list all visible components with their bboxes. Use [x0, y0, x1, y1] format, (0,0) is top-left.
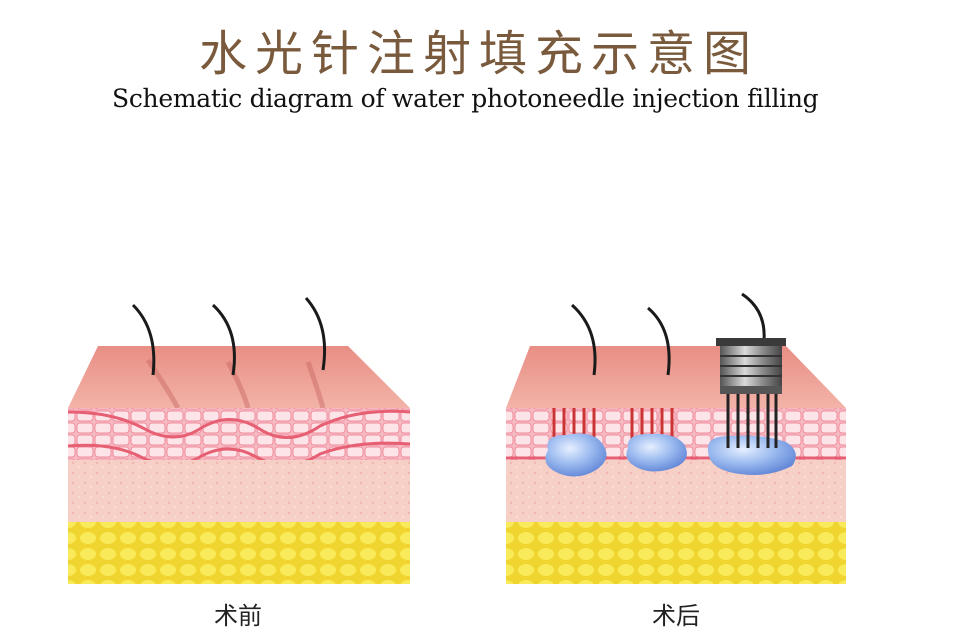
filler-blob: [545, 433, 607, 477]
hair-icon: [131, 303, 156, 376]
hair-icon: [647, 306, 671, 376]
after-skin-illustration: [506, 292, 846, 584]
wavy-boundary: [67, 409, 411, 439]
after-skin-panel: [496, 290, 856, 590]
hair-icon: [741, 292, 766, 341]
wavy-boundary: [67, 441, 411, 467]
before-caption: 术前: [214, 602, 262, 630]
after-caption: 术后: [652, 602, 700, 630]
filler-blob: [707, 435, 796, 475]
diagram-title-chinese: 水光针注射填充示意图: [198, 26, 759, 82]
hair-icon: [570, 303, 597, 376]
diagram-title-english: Schematic diagram of water photoneedle i…: [112, 84, 819, 113]
wrinkle-groove: [145, 358, 181, 410]
microneedle-device-icon: [716, 338, 786, 448]
fat-layer: [506, 522, 846, 584]
skin-surface: [506, 346, 846, 408]
dermis-layer: [68, 460, 410, 522]
before-skin-illustration: [67, 297, 411, 584]
wrinkle-groove: [225, 360, 251, 409]
fat-layer: [68, 522, 410, 584]
hair-icon: [211, 303, 236, 376]
before-skin-panel: [58, 290, 418, 590]
filler-blob: [626, 433, 687, 472]
epidermis-layer: [68, 408, 410, 460]
skin-surface: [68, 346, 410, 408]
hair-icon: [304, 297, 327, 371]
wrinkle-groove: [305, 361, 326, 409]
